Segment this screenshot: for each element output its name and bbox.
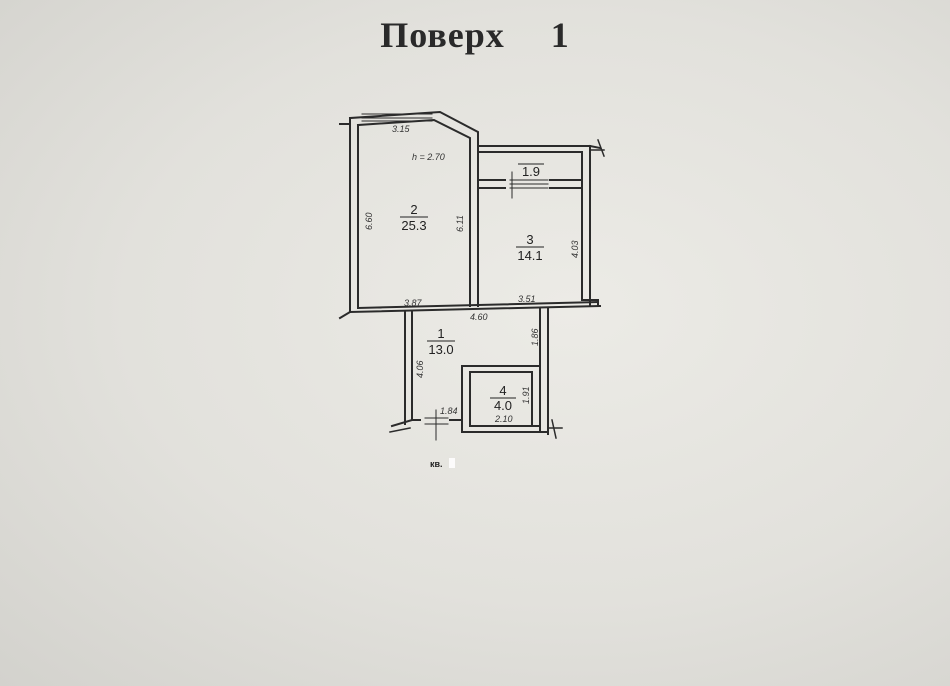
middle-wall — [348, 300, 602, 314]
room-3-label: 3 14.1 — [516, 232, 544, 263]
room-1-walls — [389, 307, 563, 441]
dim-room1-left: 4.06 — [415, 360, 425, 378]
floor-word: Поверх — [380, 15, 505, 55]
dim-room4-right: 1.91 — [521, 386, 531, 404]
apartment-label: кв. — [430, 459, 443, 469]
dim-room2-left: 6.60 — [364, 212, 374, 230]
room-2-walls — [338, 110, 479, 320]
dim-room1-right: 1.86 — [530, 328, 540, 346]
ceiling-height: h = 2.70 — [412, 152, 445, 162]
dim-entry: 1.84 — [440, 406, 458, 416]
dim-window-top: 3.15 — [392, 124, 411, 134]
room-3-walls — [477, 139, 605, 307]
room-4-walls — [461, 365, 549, 433]
room-4-label: 4 4.0 — [490, 383, 516, 413]
room-3-area: 14.1 — [517, 248, 542, 263]
dim-room2-bottom: 3.87 — [404, 298, 423, 308]
dim-room3-bottom: 3.51 — [518, 294, 536, 304]
room-1-number: 1 — [437, 326, 444, 341]
room-1-label: 1 13.0 — [427, 326, 455, 357]
room-4-area: 4.0 — [494, 398, 512, 413]
room-2-label: 2 25.3 — [400, 202, 428, 233]
room-2-number: 2 — [410, 202, 417, 217]
dim-corridor-top: 4.60 — [470, 312, 488, 322]
room-3-number: 3 — [526, 232, 533, 247]
dim-room4-bottom: 2.10 — [494, 414, 513, 424]
redacted-mark — [449, 458, 455, 468]
balcony-area: 1.9 — [522, 164, 540, 179]
room-1-area: 13.0 — [428, 342, 453, 357]
balcony-label: 1.9 — [518, 163, 544, 179]
page-title: Поверх 1 — [0, 14, 950, 56]
dim-room3-right: 4.03 — [570, 240, 580, 258]
dim-room2-right: 6.11 — [455, 215, 465, 232]
room-2-area: 25.3 — [401, 218, 426, 233]
floor-number: 1 — [550, 15, 570, 55]
room-4-number: 4 — [499, 383, 506, 398]
